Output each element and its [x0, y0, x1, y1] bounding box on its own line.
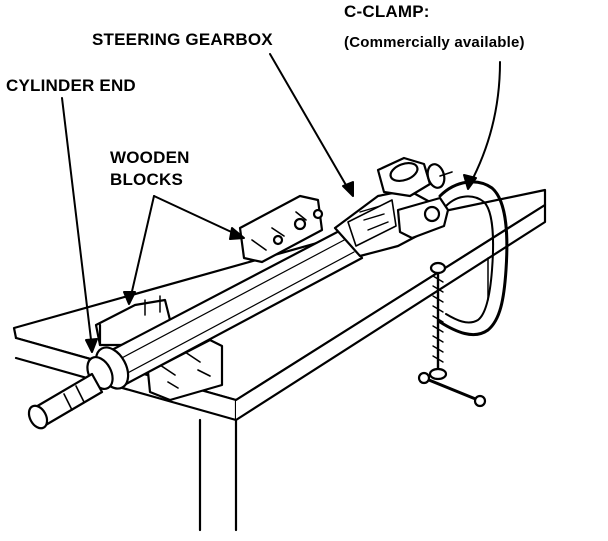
- c-clamp: [417, 180, 509, 408]
- leader-c-clamp: [469, 61, 501, 185]
- steering-gearbox: [27, 156, 453, 430]
- label-steering-gearbox: STEERING GEARBOX: [92, 30, 273, 49]
- label-c-clamp: C-CLAMP:: [344, 2, 430, 21]
- c-clamp-frame: [438, 180, 509, 336]
- label-wooden-blocks-line2: BLOCKS: [110, 170, 183, 189]
- c-clamp-handle: [422, 376, 480, 402]
- c-clamp-pad: [429, 261, 447, 275]
- label-cylinder-end: CYLINDER END: [6, 76, 136, 95]
- arrowhead-cylinder-end: [85, 338, 98, 353]
- label-wooden-blocks-line1: WOODEN: [110, 148, 190, 167]
- leader-wooden-blocks-1: [129, 195, 155, 301]
- leader-cylinder-end: [61, 97, 93, 349]
- housing-bolt-3: [272, 234, 284, 246]
- housing-bolt-1: [293, 217, 307, 231]
- leader-lines: [61, 53, 501, 353]
- housing-bolt-2: [312, 208, 324, 220]
- wooden-blocks: [94, 194, 324, 402]
- label-c-clamp-note: (Commercially available): [344, 34, 525, 51]
- workbench-right-edge: [234, 203, 547, 422]
- rod-end: [27, 404, 49, 430]
- leader-steering-gearbox: [269, 53, 351, 193]
- mount-bracket-hole: [423, 205, 441, 223]
- c-clamp-frame-inner: [445, 195, 495, 324]
- leader-wooden-blocks-2: [153, 195, 241, 237]
